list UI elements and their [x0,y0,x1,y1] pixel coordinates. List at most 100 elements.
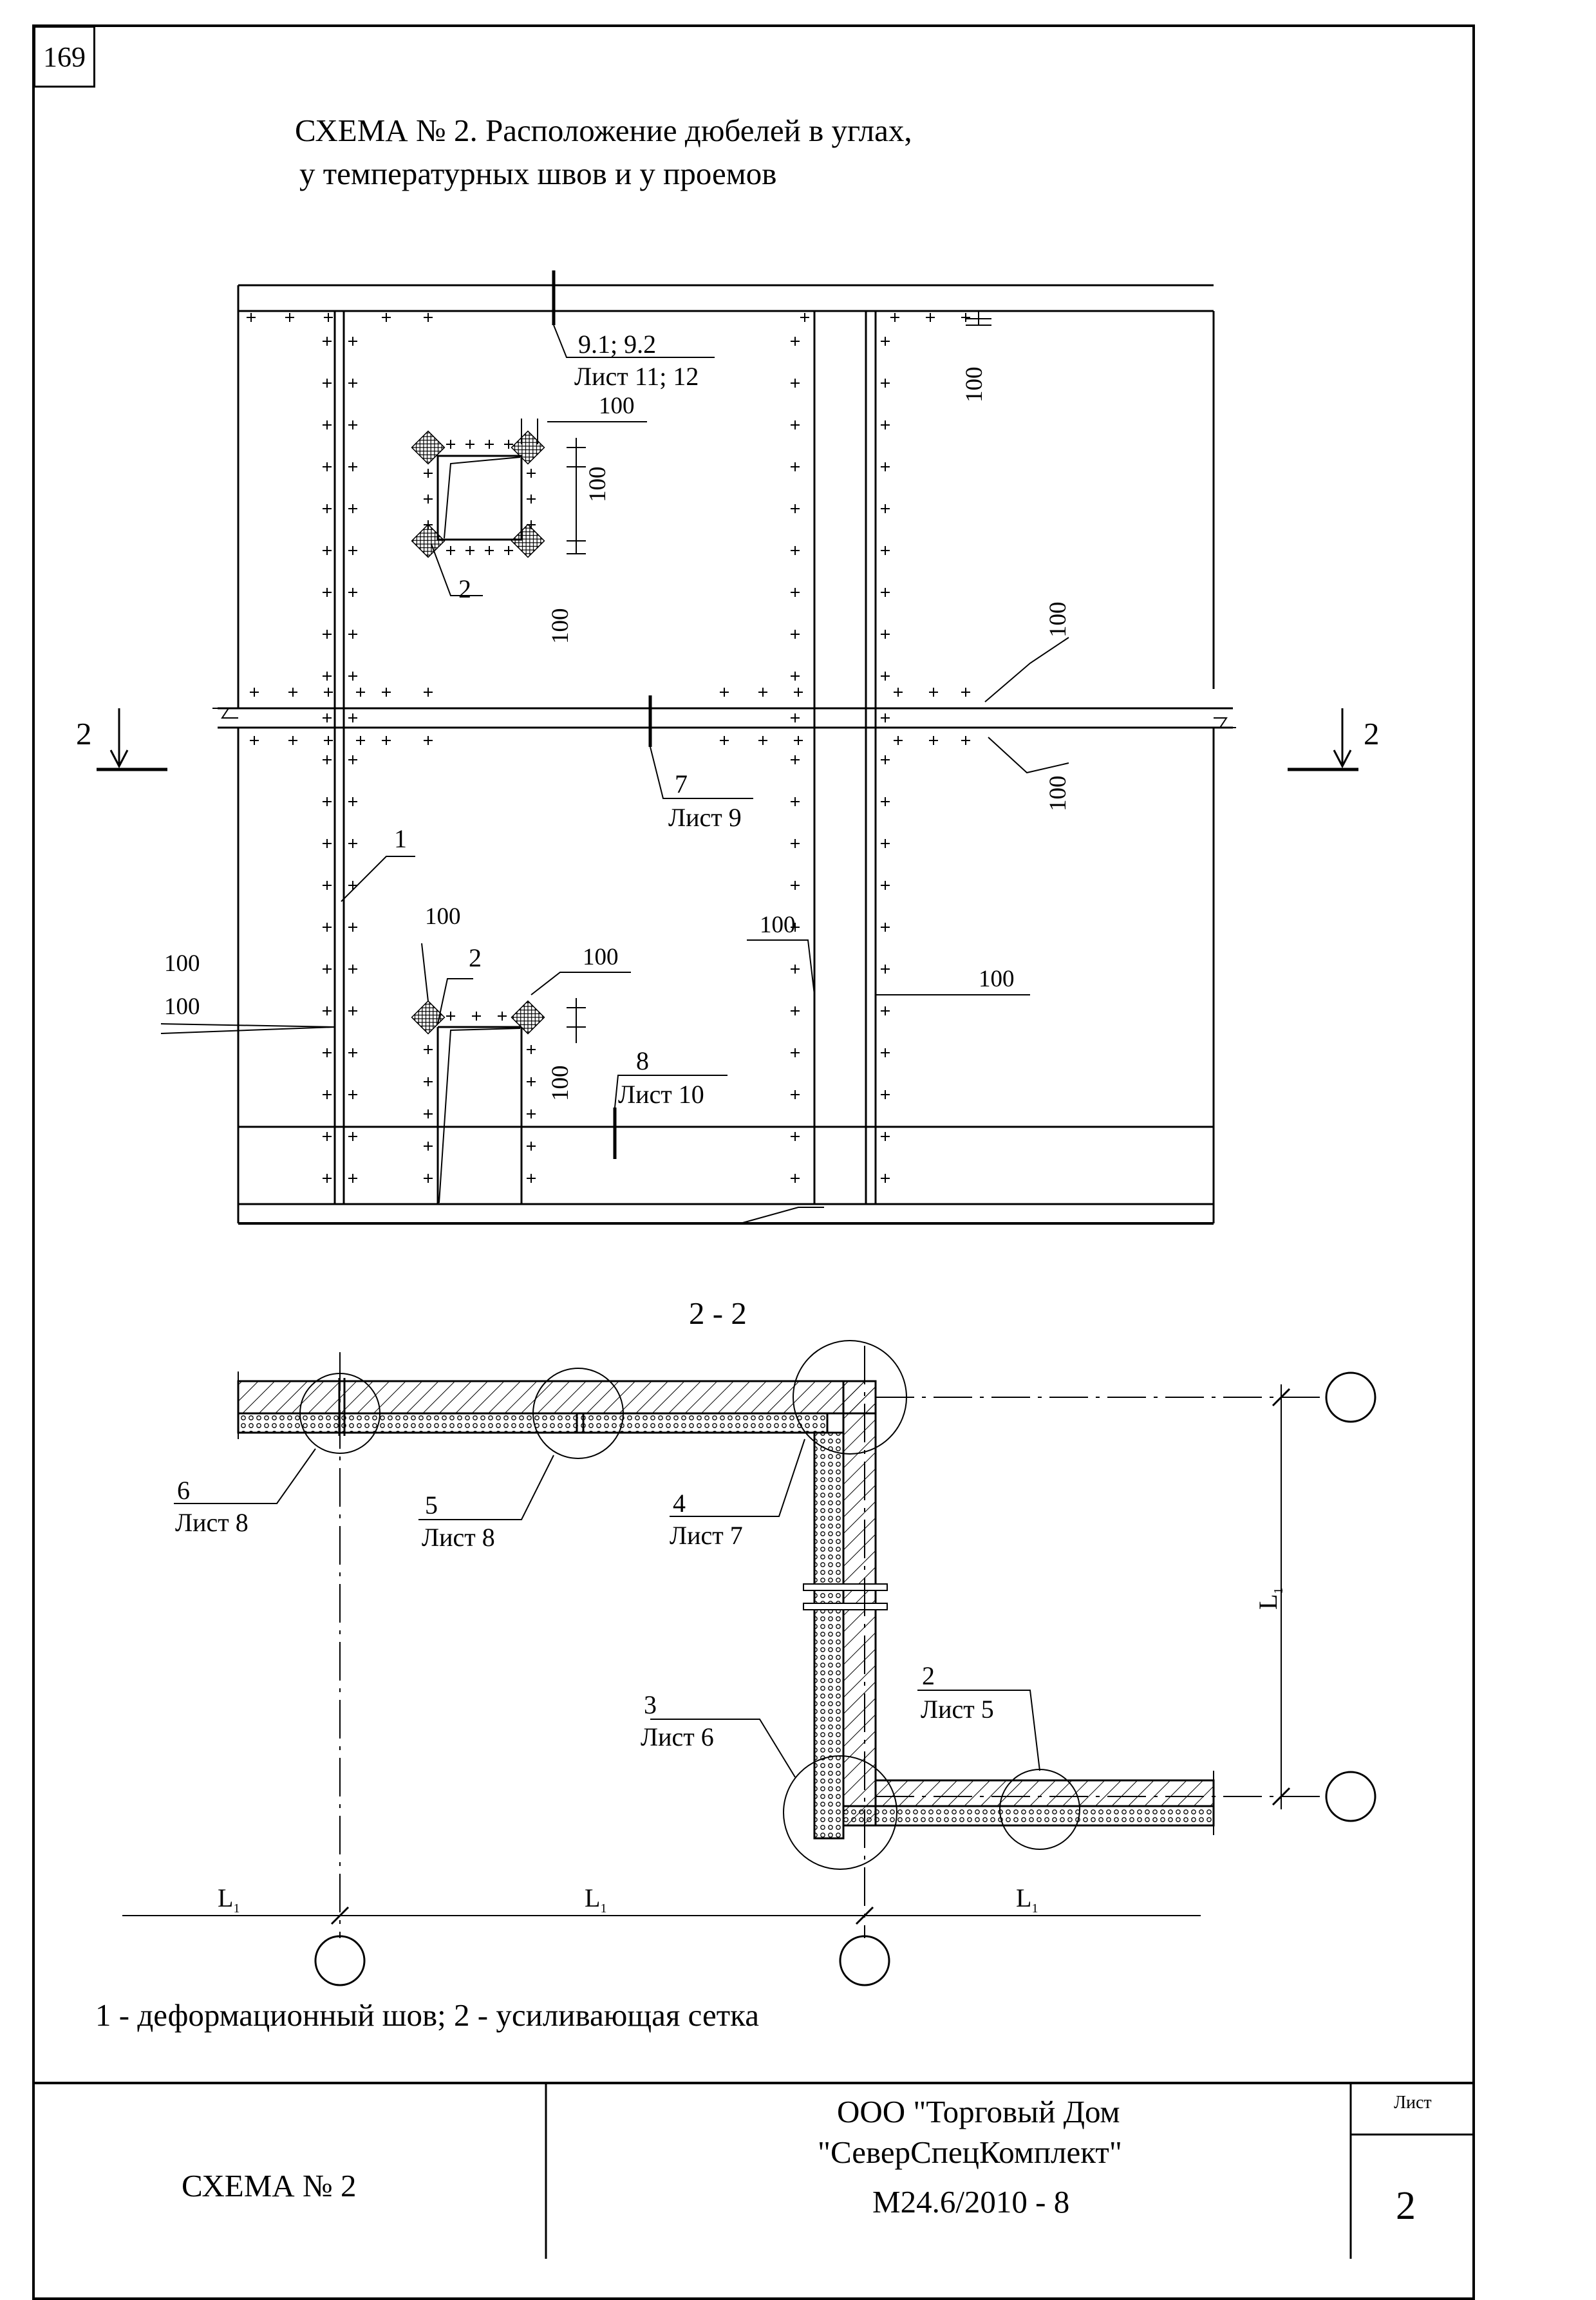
dowel-mark [323,923,332,932]
dowel-mark [881,546,890,555]
dowel-mark [324,313,333,322]
dowel-mark [961,688,970,697]
callout-5: 5 [425,1491,438,1520]
dowel-mark [424,1077,433,1086]
dowel-mark [323,504,332,513]
dim-100-window-right: 100 [585,466,611,503]
dim-100-right-joint: 100 [979,966,1015,992]
dowel-mark [356,688,365,697]
dowel-mark [250,688,259,697]
dowel-mark [881,755,890,764]
dowel-mark [791,1174,800,1183]
dowel-mark [961,313,970,322]
dowel-mark [929,688,938,697]
dowel-mark [348,965,357,974]
dowel-mark [881,923,890,932]
dim-100-window-top: 100 [599,393,635,419]
dowel-mark [382,313,391,322]
dowel-mark [791,337,800,346]
dowel-mark [791,672,800,681]
dim-100-belt-lower: 100 [1045,775,1071,812]
dowel-mark [323,713,332,722]
reinforcing-mesh-patch [511,430,545,465]
dowel-mark [791,546,800,555]
dowel-mark [348,1090,357,1099]
dowel-mark [247,313,256,322]
dowel-mark [791,713,800,722]
dowel-mark [323,1006,332,1015]
dowel-mark [424,495,433,504]
dowel-mark [881,630,890,639]
dowel-mark [323,1132,332,1141]
section-title: 2 - 2 [689,1296,747,1331]
dowel-mark [446,546,455,555]
callout-1: 1 [394,824,407,853]
dowel-mark [348,462,357,471]
dowel-mark [791,839,800,848]
callout-7-sheet: Лист 9 [668,803,742,832]
dowel-mark [323,588,332,597]
dowel-mark [348,546,357,555]
dowel-mark [323,546,332,555]
dowel-mark [881,504,890,513]
title-block-org-line1: ООО "Торговый Дом [837,2094,1120,2129]
dowel-mark [348,797,357,806]
callout-8-sheet: Лист 10 [618,1080,704,1109]
dowel-mark [348,630,357,639]
dowel-mark [881,1006,890,1015]
span-label-1: L1 [218,1883,240,1916]
dowel-mark [758,688,767,697]
dowel-mark [424,469,433,478]
dowel-mark [424,313,433,322]
dowel-mark [250,736,259,745]
dowel-mark [881,420,890,429]
span-label-2: L1 [585,1883,607,1916]
dowel-mark [791,1006,800,1015]
legend-text: 1 - деформационный шов; 2 - усиливающая … [95,1997,759,2033]
dowel-mark [791,797,800,806]
dowel-mark [348,504,357,513]
dowel-mark [791,1090,800,1099]
dowel-mark [881,839,890,848]
title-block-name: СХЕМА № 2 [182,2168,357,2203]
dowel-mark [348,337,357,346]
dowel-mark [527,1142,536,1151]
dowel-mark [527,1174,536,1183]
drawing-title-line2: у температурных швов и у проемов [299,156,777,191]
dowel-mark [791,923,800,932]
dowel-mark [485,546,494,555]
dowel-mark [791,588,800,597]
callout-2-section-sheet: Лист 5 [921,1695,994,1724]
dowel-mark [504,440,513,449]
dowel-mark [446,1012,455,1021]
dowel-mark [794,688,803,697]
dowel-mark [894,688,903,697]
dowel-mark [356,736,365,745]
dowel-mark [348,672,357,681]
dowel-mark [382,736,391,745]
dowel-mark [881,1090,890,1099]
dowel-mark [791,462,800,471]
dowel-mark [382,688,391,697]
reinforcing-mesh-patch [411,430,446,465]
dowel-mark [791,420,800,429]
callout-2-door: 2 [469,943,482,972]
dowel-mark [791,1132,800,1141]
dowel-mark [446,440,455,449]
reinforcing-mesh-patch [411,1000,446,1035]
dowel-mark [348,1174,357,1183]
dowel-mark [929,736,938,745]
dowel-mark [348,755,357,764]
title-block-sheet-label: Лист [1394,2093,1432,2113]
dowel-mark [881,713,890,722]
dowel-mark [348,1048,357,1057]
dowel-mark [527,1077,536,1086]
dowel-mark [791,504,800,513]
dowel-mark [465,440,474,449]
facade-elevation [97,270,1358,1225]
dim-100-belt-upper: 100 [1045,601,1071,638]
dim-100-door-left: 100 [425,903,461,930]
dowel-mark [720,736,729,745]
callout-8: 8 [636,1046,649,1075]
dowel-mark [323,1090,332,1099]
